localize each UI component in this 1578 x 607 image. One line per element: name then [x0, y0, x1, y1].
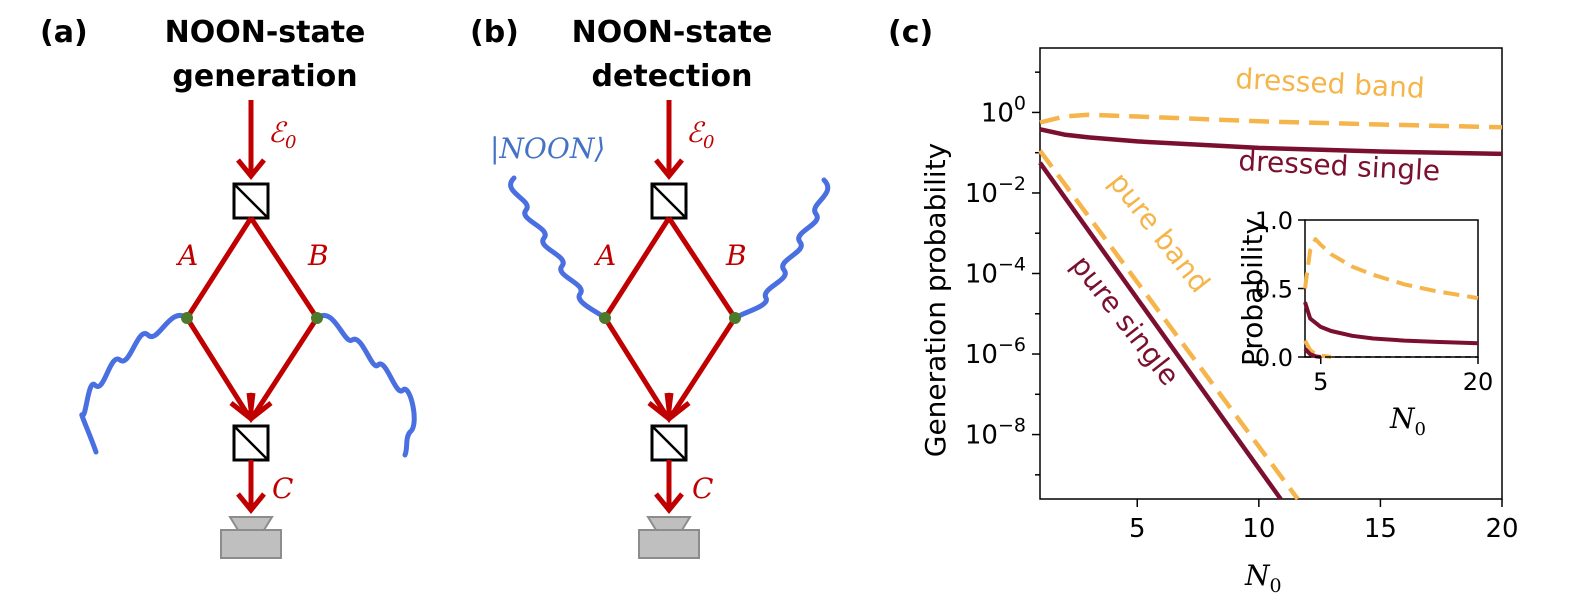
inset-series-line-pure-band [1303, 339, 1332, 359]
x-tick-label: 20 [1485, 514, 1518, 544]
panel-c: (c) 5 10 15 20 100 10−2 10−4 10−6 10−8 Generatio… [888, 15, 1519, 597]
output-c-label: C [272, 472, 293, 505]
inset-background [1305, 220, 1478, 357]
arm-a-upper [602, 216, 672, 320]
photon-wave-right [732, 177, 831, 321]
inset-x-tick-label: 20 [1463, 368, 1494, 396]
panel-b-label: (b) [470, 15, 519, 50]
emitter-dot-a [181, 312, 193, 324]
series-line-dressed-band [1039, 112, 1503, 130]
y-tick-label: 10−2 [965, 173, 1026, 209]
detector-top [646, 516, 692, 531]
inset-x-axis-label: N0 [1389, 402, 1426, 440]
panel-c-label: (c) [888, 15, 933, 50]
source-e0-label: ℰ0 [686, 116, 714, 153]
beam-splitter-top-diagonal [233, 183, 269, 219]
photon-wave-left [508, 175, 608, 321]
y-tick-label: 10−4 [965, 254, 1026, 290]
x-tick-label: 5 [1129, 514, 1146, 544]
output-c-label: C [692, 472, 713, 505]
arm-b-arrowhead [664, 392, 691, 423]
main-axis-ticks: 5 10 15 20 100 10−2 10−4 10−6 10−8 [965, 71, 1519, 544]
absorber-dot-b [729, 312, 741, 324]
inset-series-line-dressed-single [1303, 301, 1479, 346]
inset-y-tick-label: 0.0 [1255, 344, 1293, 372]
y-axis-label: Generation probability [919, 143, 952, 458]
arm-b-lower [251, 316, 320, 417]
y-tick-label: 100 [981, 92, 1026, 128]
arm-b-upper [666, 216, 738, 320]
arm-b-label: B [307, 239, 329, 272]
inset-series-line-dressed-band [1303, 237, 1479, 301]
panel-a-title-line2: generation [172, 59, 357, 94]
photon-wave-right [314, 313, 417, 458]
panel-a-title-line1: NOON-state [165, 15, 366, 50]
panel-b: (b) NOON-state detection ℰ0 |NOON⟩ A B C [470, 15, 831, 559]
series-line-pure-single [1038, 161, 1283, 501]
inset-series [1303, 237, 1479, 359]
x-tick-label: 15 [1364, 514, 1397, 544]
output-arrowhead [236, 492, 266, 514]
series-label-pure-band: pure band [1102, 166, 1216, 299]
source-e0-label: ℰ0 [268, 116, 296, 153]
panel-b-title-line1: NOON-state [572, 15, 773, 50]
arm-b-label: B [725, 239, 747, 272]
noon-state-label: |NOON⟩ [490, 132, 605, 165]
arm-a-label: A [593, 239, 616, 272]
inset-y-tick-label: 0.5 [1255, 276, 1293, 304]
detector-top [228, 516, 274, 531]
beam-splitter-bottom-diagonal [233, 425, 269, 461]
input-arrowhead [654, 158, 684, 180]
x-tick-label: 10 [1242, 514, 1275, 544]
arm-a-upper [184, 216, 254, 320]
arm-b-lower [669, 316, 738, 417]
panel-a: (a) NOON-state generation ℰ0 A B C [40, 15, 417, 559]
absorber-dot-a [599, 312, 611, 324]
beam-splitter-bottom-diagonal [651, 425, 687, 461]
arm-b-upper [248, 216, 320, 320]
emitter-dot-b [311, 312, 323, 324]
arm-a-lower [602, 316, 669, 417]
arm-a-label: A [175, 239, 198, 272]
inset-y-tick-label: 1.0 [1255, 207, 1293, 235]
panel-b-title-line2: detection [592, 59, 753, 94]
inset-y-axis-label: Probability [1236, 218, 1269, 366]
y-tick-label: 10−6 [965, 334, 1026, 370]
beam-splitter-top-diagonal [651, 183, 687, 219]
y-tick-label: 10−8 [965, 415, 1026, 451]
input-arrowhead [236, 158, 266, 180]
detector-body [220, 529, 282, 559]
main-series [1038, 112, 1503, 501]
series-line-dressed-single [1039, 127, 1503, 157]
inset-axis-ticks: 5 20 0.0 0.5 1.0 [1255, 207, 1493, 396]
photon-wave-left [79, 313, 190, 455]
detector-body [638, 529, 700, 559]
output-arrowhead [654, 492, 684, 514]
series-label-dressed-band: dressed band [1235, 62, 1426, 105]
series-line-pure-band [1038, 149, 1300, 501]
arm-b-arrowhead [246, 392, 273, 423]
arm-a-lower [184, 316, 251, 417]
x-axis-label: N0 [1244, 559, 1282, 597]
panel-a-label: (a) [40, 15, 88, 50]
inset-x-tick-label: 5 [1313, 368, 1328, 396]
